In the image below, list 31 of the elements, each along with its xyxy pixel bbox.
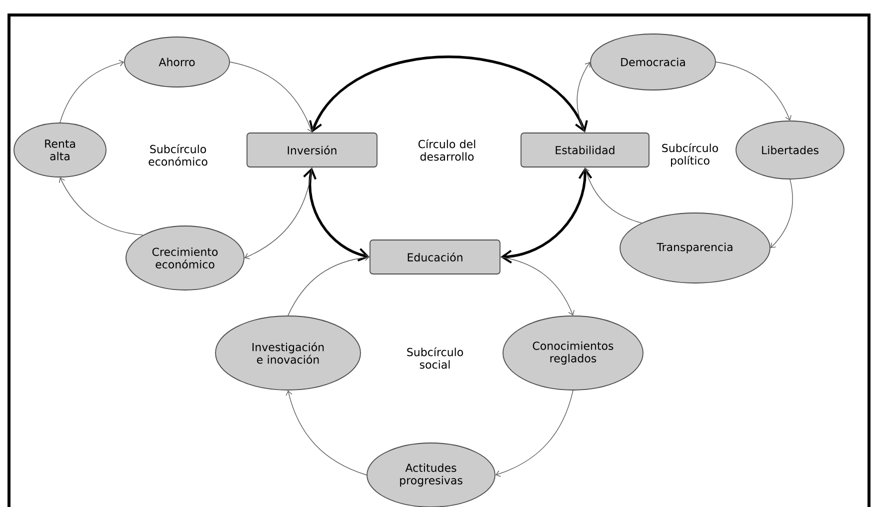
arrow [288, 254, 370, 316]
arrow [286, 390, 367, 476]
arrow [770, 179, 793, 248]
ellipse-node: Crecimiento económico [126, 226, 244, 290]
arrow [716, 62, 792, 121]
arrow [495, 390, 574, 477]
ellipse-node: Investigación e inovación [215, 316, 361, 390]
arrow [58, 177, 144, 236]
arrow [230, 62, 314, 133]
arrow [576, 62, 590, 133]
arrow [303, 167, 370, 262]
arrow [583, 167, 642, 224]
circle-label: Subcírculo social [407, 347, 463, 369]
ellipse-node: Transparencia [620, 212, 770, 284]
circle-label: Subcírculo económico [148, 144, 208, 166]
arrow [500, 167, 592, 264]
circle-label: Subcírculo político [662, 143, 718, 167]
ellipse-node: Actitudes progresivas [366, 442, 496, 507]
process-box: Educación [370, 240, 500, 274]
arrow [244, 167, 312, 260]
ellipse-node: Renta alta [14, 122, 106, 178]
arrow [60, 60, 124, 123]
ellipse-node: Conocimientos reglados [502, 316, 644, 390]
ellipse-node: Libertades [736, 120, 844, 180]
arrow [500, 256, 574, 316]
ellipse-node: Democracia [590, 34, 716, 90]
circle-label: Círculo del desarrollo [418, 139, 476, 161]
process-box: Estabilidad [520, 132, 650, 168]
process-box: Inversión [246, 132, 378, 168]
arrow [309, 56, 588, 133]
ellipse-node: Ahorro [124, 36, 230, 88]
